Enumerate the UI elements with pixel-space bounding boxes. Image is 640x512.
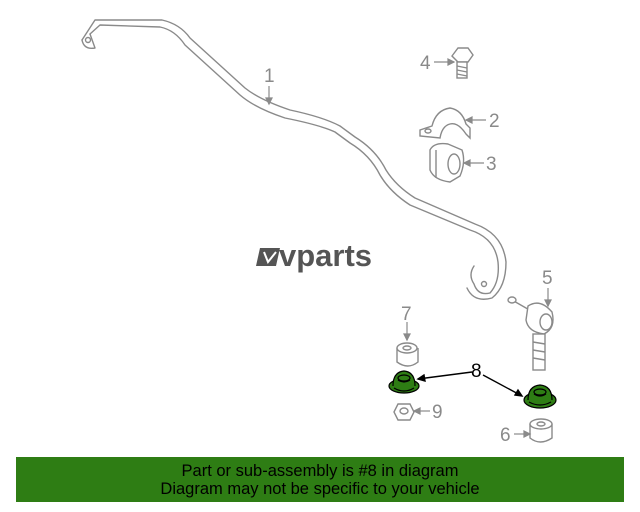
callout-3: 3 [486, 154, 497, 175]
ev-logo-mark [256, 248, 280, 266]
bracket-clamp[interactable] [419, 107, 471, 140]
callout-6: 6 [500, 425, 511, 446]
nut-9[interactable] [393, 403, 415, 421]
highlighted-part-8-left[interactable] [388, 370, 420, 394]
callout-5: 5 [542, 268, 553, 289]
logo-text: vparts [279, 238, 372, 273]
leader-lines-highlight [416, 371, 524, 397]
banner-line-2: Diagram may not be specific to your vehi… [160, 480, 480, 498]
callout-1: 1 [264, 66, 275, 87]
sleeve-7[interactable] [396, 342, 419, 367]
sleeve-6[interactable] [529, 418, 553, 443]
bolt[interactable] [451, 47, 474, 79]
stabilizer-link[interactable] [507, 296, 554, 371]
stabilizer-bar[interactable] [81, 19, 507, 300]
leader-lines [265, 58, 552, 438]
banner-line-1: Part or sub-assembly is #8 in diagram [181, 462, 459, 480]
info-banner: Part or sub-assembly is #8 in diagram Di… [16, 457, 624, 502]
parts-diagram: 1 2 3 4 5 6 7 8 9 vparts [81, 19, 557, 446]
bushing[interactable] [429, 142, 465, 183]
highlighted-part-8-right[interactable] [523, 384, 557, 409]
callout-7: 7 [401, 304, 412, 325]
callout-8: 8 [471, 361, 482, 382]
callout-9: 9 [432, 402, 443, 423]
callout-4: 4 [420, 53, 431, 74]
callout-2: 2 [489, 111, 500, 132]
